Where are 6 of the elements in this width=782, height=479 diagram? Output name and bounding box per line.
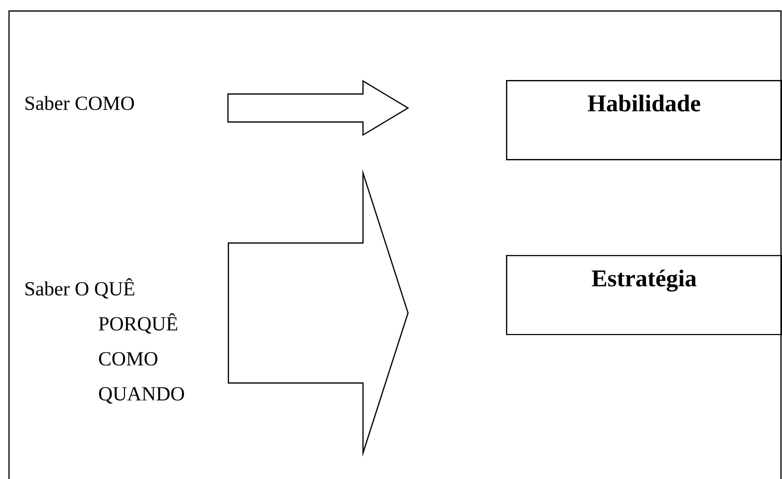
- text-label: Saber COMO: [26, 96, 134, 110]
- block-arrow: [227, 80, 410, 136]
- label-box: Habilidade: [506, 80, 782, 160]
- label-box: Estratégia: [506, 254, 782, 336]
- block-arrow: [228, 169, 409, 457]
- text-label: Saber O QUÊ PORQUÊ COMO QUANDO: [26, 278, 184, 404]
